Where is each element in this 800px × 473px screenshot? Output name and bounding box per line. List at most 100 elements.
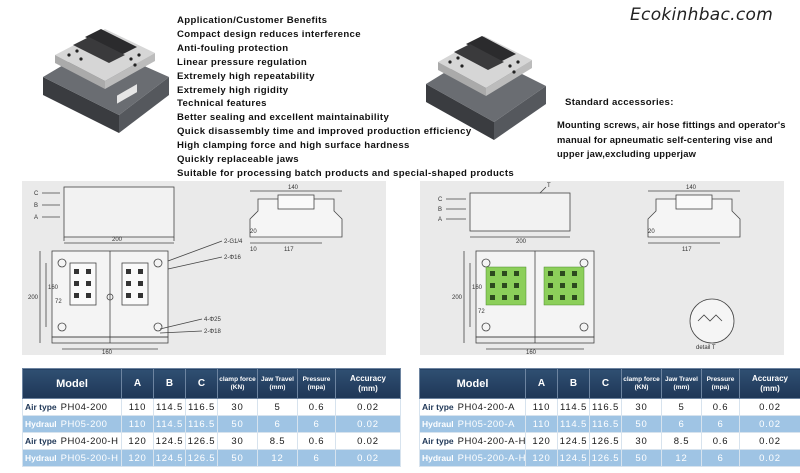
detail-dim-1: 140: [686, 185, 697, 191]
detail-dim-1: 140: [288, 185, 299, 191]
cell-b: 124.5: [557, 432, 590, 450]
dim-bottom: 160: [102, 350, 113, 355]
benefit-item: Extremely high rigidity: [177, 84, 289, 96]
cell-pressure: 0.6: [701, 398, 740, 416]
technical-drawing-right: C B A T 200 200 160 72 160 140 117 20 de…: [420, 181, 784, 355]
cell-c: 126.5: [589, 449, 622, 467]
header-pressure: Pressure(mpa): [297, 368, 336, 399]
feature-item: Quick disassembly time and improved prod…: [177, 126, 472, 138]
header-model: Model: [419, 368, 526, 399]
cell-b: 124.5: [557, 449, 590, 467]
accessories-title: Standard accessories:: [565, 97, 674, 108]
cell-force: 30: [621, 432, 662, 450]
cell-travel: 8.5: [257, 432, 298, 450]
dim-label-b: B: [438, 207, 442, 213]
header-b: B: [557, 368, 590, 399]
cell-force: 50: [217, 415, 258, 433]
benefit-item: Anti-fouling protection: [177, 42, 289, 54]
dim-width: 200: [516, 239, 527, 245]
dim-label-a: A: [34, 215, 38, 221]
dim-side-1: 200: [452, 295, 463, 301]
dim-label-b: B: [34, 203, 38, 209]
table-header-row: Model A B C clamp force(KN) Jaw Travel(m…: [419, 368, 800, 399]
cell-c: 116.5: [589, 398, 622, 416]
cell-b: 114.5: [153, 415, 186, 433]
feature-item: Suitable for processing batch products a…: [177, 167, 515, 179]
cell-a: 120: [121, 432, 154, 450]
dim-label-c: C: [438, 197, 443, 203]
cell-travel: 6: [257, 415, 298, 433]
cell-b: 114.5: [153, 398, 186, 416]
hole-note-2: 2-Φ16: [224, 255, 241, 261]
benefit-item: Extremely high repeatability: [177, 70, 315, 82]
header-force: clamp force(KN): [621, 368, 662, 399]
spec-table-left: Model A B C clamp force(KN) Jaw Travel(m…: [22, 368, 401, 467]
detail-marker: T: [547, 183, 551, 189]
cell-a: 110: [525, 415, 558, 433]
dim-side-2: 160: [472, 285, 483, 291]
detail-dim-2: 117: [682, 247, 692, 253]
cell-b: 114.5: [557, 415, 590, 433]
header-b: B: [153, 368, 186, 399]
detail-dim-3: 20: [648, 229, 655, 235]
benefits-title: Application/Customer Benefits: [177, 15, 328, 26]
cell-travel: 12: [661, 449, 702, 467]
cell-force: 30: [621, 398, 662, 416]
features-title: Technical features: [177, 98, 267, 110]
cell-a: 110: [121, 398, 154, 416]
header-a: A: [121, 368, 154, 399]
hole-note-3: 4-Φ25: [204, 317, 221, 323]
dim-label-c: C: [34, 191, 39, 197]
cell-force: 30: [217, 432, 258, 450]
cell-a: 120: [525, 449, 558, 467]
cell-accuracy: 0.02: [335, 432, 401, 450]
technical-drawing-left: C B A 200 200 160 72 160 2-G1/4 2-Φ16 4-…: [22, 181, 386, 355]
hole-note-4: 2-Φ18: [204, 329, 221, 335]
cell-accuracy: 0.02: [739, 449, 800, 467]
cell-c: 116.5: [589, 415, 622, 433]
accessories-text: Mounting screws, air hose fittings and o…: [557, 119, 786, 159]
table-header-row: Model A B C clamp force(KN) Jaw Travel(m…: [22, 368, 401, 399]
header-a: A: [525, 368, 558, 399]
detail-dim-4: 10: [250, 247, 257, 253]
header-accuracy: Accuracy(mm): [335, 368, 401, 399]
cell-c: 126.5: [185, 432, 218, 450]
cell-pressure: 0.6: [701, 432, 740, 450]
hole-note-1: 2-G1/4: [224, 239, 243, 245]
cell-c: 116.5: [185, 398, 218, 416]
cell-c: 126.5: [589, 432, 622, 450]
cell-accuracy: 0.02: [739, 415, 800, 433]
feature-item: Quickly replaceable jaws: [177, 154, 299, 166]
cell-force: 50: [621, 449, 662, 467]
dim-side-3: 72: [478, 309, 485, 315]
dim-label-a: A: [438, 217, 442, 223]
cell-force: 50: [621, 415, 662, 433]
dim-width: 200: [112, 237, 123, 243]
cell-b: 124.5: [153, 432, 186, 450]
cell-c: 126.5: [185, 449, 218, 467]
spec-table-right: Model A B C clamp force(KN) Jaw Travel(m…: [419, 368, 800, 467]
header-travel: Jaw Travel(mm): [257, 368, 298, 399]
header-model: Model: [22, 368, 122, 399]
cell-pressure: 6: [297, 449, 336, 467]
cell-a: 120: [525, 432, 558, 450]
benefit-item: Linear pressure regulation: [177, 56, 308, 68]
cell-accuracy: 0.02: [335, 398, 401, 416]
cell-travel: 5: [661, 398, 702, 416]
feature-item: Better sealing and excellent maintainabi…: [177, 112, 390, 124]
dim-side-1: 200: [28, 295, 39, 301]
cell-travel: 8.5: [661, 432, 702, 450]
brand-watermark: Ecokinhbac.com: [630, 5, 774, 25]
benefits-list: Application/Customer Benefits Compact de…: [177, 14, 514, 181]
